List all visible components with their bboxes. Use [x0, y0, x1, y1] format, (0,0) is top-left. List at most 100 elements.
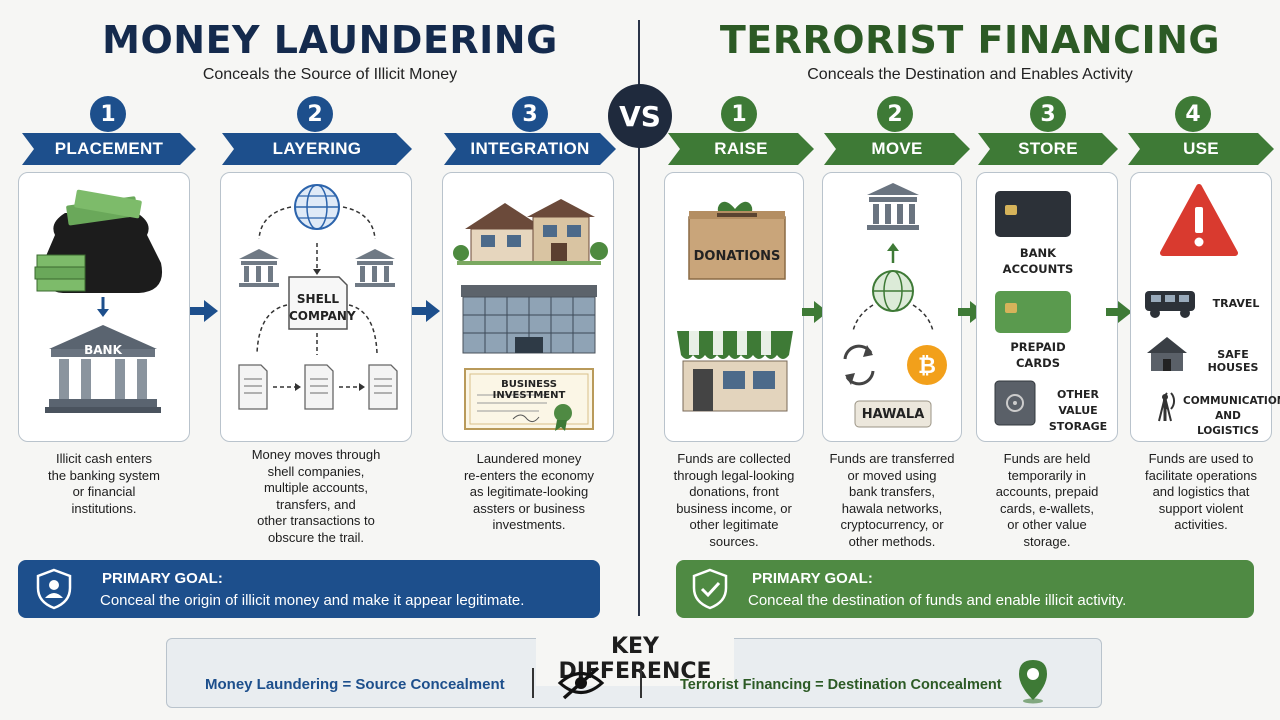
desc-line: business income, or — [676, 500, 792, 516]
tf-card-use: TRAVEL SAFE HOUSES COMMUNICATION AND LOG… — [1130, 172, 1280, 442]
desc-line: Funds are used to — [1148, 451, 1254, 466]
desc-line: shell companies, — [267, 463, 365, 479]
bank-label: BANK — [84, 343, 122, 357]
tf-desc-raise: Funds are collected through legal-lookin… — [660, 451, 808, 550]
property-building-icon — [453, 199, 608, 431]
layering-flow-icon — [238, 184, 398, 410]
desc-line: or moved using — [847, 467, 937, 483]
ml-primary-goal: PRIMARY GOAL: Conceal the origin of illi… — [18, 560, 600, 618]
desc-line: the banking system — [47, 467, 160, 483]
tf-step-3-number: 3 — [1030, 96, 1066, 132]
key-difference-title: KEY DIFFERENCE — [536, 632, 734, 686]
tf-step-2-number: 2 — [877, 96, 913, 132]
tf-title: TERRORIST FINANCING — [719, 18, 1221, 62]
cash-bag-icon — [34, 189, 163, 413]
desc-line: cards, e-wallets, — [1000, 500, 1094, 516]
donations-label: DONATIONS — [693, 249, 781, 264]
ml-goal-title: PRIMARY GOAL: — [102, 570, 223, 587]
bank-accounts-label: BANK ACCOUNTS — [991, 245, 1085, 277]
tf-banner-move: MOVE — [824, 133, 970, 165]
tf-banner-raise: RAISE — [668, 133, 814, 165]
ml-banner-layering: LAYERING — [222, 133, 412, 165]
ml-banner-integration: INTEGRATION — [444, 133, 616, 165]
desc-line: accounts, prepaid — [995, 484, 1099, 499]
donation-box-icon — [677, 201, 793, 412]
ml-title: MONEY LAUNDERING — [102, 18, 558, 62]
prepaid-cards-label: PREPAID CARDS — [991, 339, 1085, 371]
desc-line: Funds are collected — [677, 451, 791, 466]
ml-step-1-number: 1 — [90, 96, 126, 132]
desc-line: donations, front — [689, 484, 779, 499]
desc-line: as legitimate-looking — [469, 484, 589, 499]
desc-line: bank transfers, — [849, 484, 935, 499]
user-shield-icon — [36, 568, 72, 610]
label-line: OTHER VALUE — [1056, 388, 1100, 417]
ml-desc-layering: Money moves through shell companies, mul… — [218, 447, 414, 546]
tf-goal-title: PRIMARY GOAL: — [752, 570, 873, 587]
ml-card-layering: SHELL COMPANY — [220, 172, 412, 442]
desc-line: obscure the trail. — [267, 529, 365, 545]
label-line: CARDS — [1015, 356, 1061, 370]
desc-line: multiple accounts, — [263, 480, 369, 495]
desc-line: assters or business — [473, 500, 585, 516]
tf-subtitle: Conceals the Destination and Enables Act… — [807, 66, 1133, 83]
desc-line: storage. — [1023, 533, 1071, 549]
label-line: BANK — [1019, 246, 1057, 260]
desc-line: activities. — [1174, 517, 1228, 532]
tf-desc-use: Funds are used to facilitate operations … — [1126, 451, 1276, 534]
desc-line: institutions. — [71, 500, 137, 516]
ml-goal-text: Conceal the origin of illicit money and … — [100, 592, 525, 609]
label-line: AND LOGISTICS — [1197, 410, 1259, 437]
arrow-right-icon — [802, 301, 828, 323]
money-transfer-icon: ₿ — [843, 183, 947, 428]
hawala-label: HAWALA — [861, 407, 925, 422]
communication-logistics-label: COMMUNICATION AND LOGISTICS — [1183, 394, 1280, 439]
shield-check-icon — [692, 568, 728, 610]
tf-card-store: BANK ACCOUNTS PREPAID CARDS OTHER VALUE … — [976, 172, 1118, 442]
label-line: PREPAID — [1010, 340, 1066, 354]
label-line: STORAGE — [1048, 420, 1108, 433]
hidden-eye-icon — [557, 666, 605, 700]
ml-desc-placement: Illicit cash enters the banking system o… — [18, 451, 190, 517]
use-activities-icon — [1145, 184, 1238, 422]
ml-desc-integration: Laundered money re-enters the economy as… — [436, 451, 622, 534]
safe-houses-label: SAFE HOUSES — [1207, 348, 1259, 374]
ml-banner-placement: PLACEMENT — [22, 133, 196, 165]
ml-step-2-number: 2 — [297, 96, 333, 132]
key-left-text: Money Laundering = Source Concealment — [205, 676, 505, 693]
ml-subtitle: Conceals the Source of Illicit Money — [202, 66, 458, 83]
shell-company-label: SHELL COMPANY — [289, 291, 356, 325]
desc-line: through legal-looking — [673, 467, 795, 483]
tf-desc-store: Funds are held temporarily in accounts, … — [972, 451, 1122, 550]
desc-line: Funds are held — [1003, 451, 1091, 466]
desc-line: transfers, and — [276, 496, 356, 512]
tf-primary-goal: PRIMARY GOAL: Conceal the destination of… — [676, 560, 1254, 618]
tf-goal-text: Conceal the destination of funds and ena… — [748, 592, 1127, 609]
other-value-storage-label: OTHER VALUE STORAGE — [1039, 387, 1117, 435]
shell-label-line: COMPANY — [289, 309, 356, 323]
tf-step-1-number: 1 — [721, 96, 757, 132]
desc-line: Laundered money — [476, 451, 582, 466]
desc-line: Illicit cash enters — [55, 451, 153, 466]
label-line: ACCOUNTS — [1002, 262, 1074, 276]
desc-line: Money moves through — [251, 447, 381, 462]
desc-line: Funds are transferred — [829, 451, 955, 466]
key-separator — [532, 668, 534, 698]
ml-card-integration: BUSINESS INVESTMENT — [442, 172, 614, 442]
tf-desc-move: Funds are transferred or moved using ban… — [816, 451, 968, 550]
ml-step-3-number: 3 — [512, 96, 548, 132]
arrow-right-icon — [1106, 301, 1132, 323]
vs-badge: VS — [608, 84, 672, 148]
tf-banner-store: STORE — [978, 133, 1118, 165]
desc-line: cryptocurrency, or — [840, 517, 944, 532]
arrow-right-icon — [412, 300, 440, 322]
desc-line: investments. — [492, 517, 566, 532]
shell-label-line: SHELL — [296, 292, 340, 306]
arrow-right-icon — [190, 300, 218, 322]
desc-line: sources. — [709, 533, 759, 549]
label-line: COMMUNICATION — [1183, 395, 1280, 407]
desc-line: other legitimate — [689, 517, 779, 532]
desc-line: support violent — [1158, 500, 1244, 516]
center-divider — [638, 20, 640, 616]
desc-line: other transactions to — [257, 513, 375, 528]
